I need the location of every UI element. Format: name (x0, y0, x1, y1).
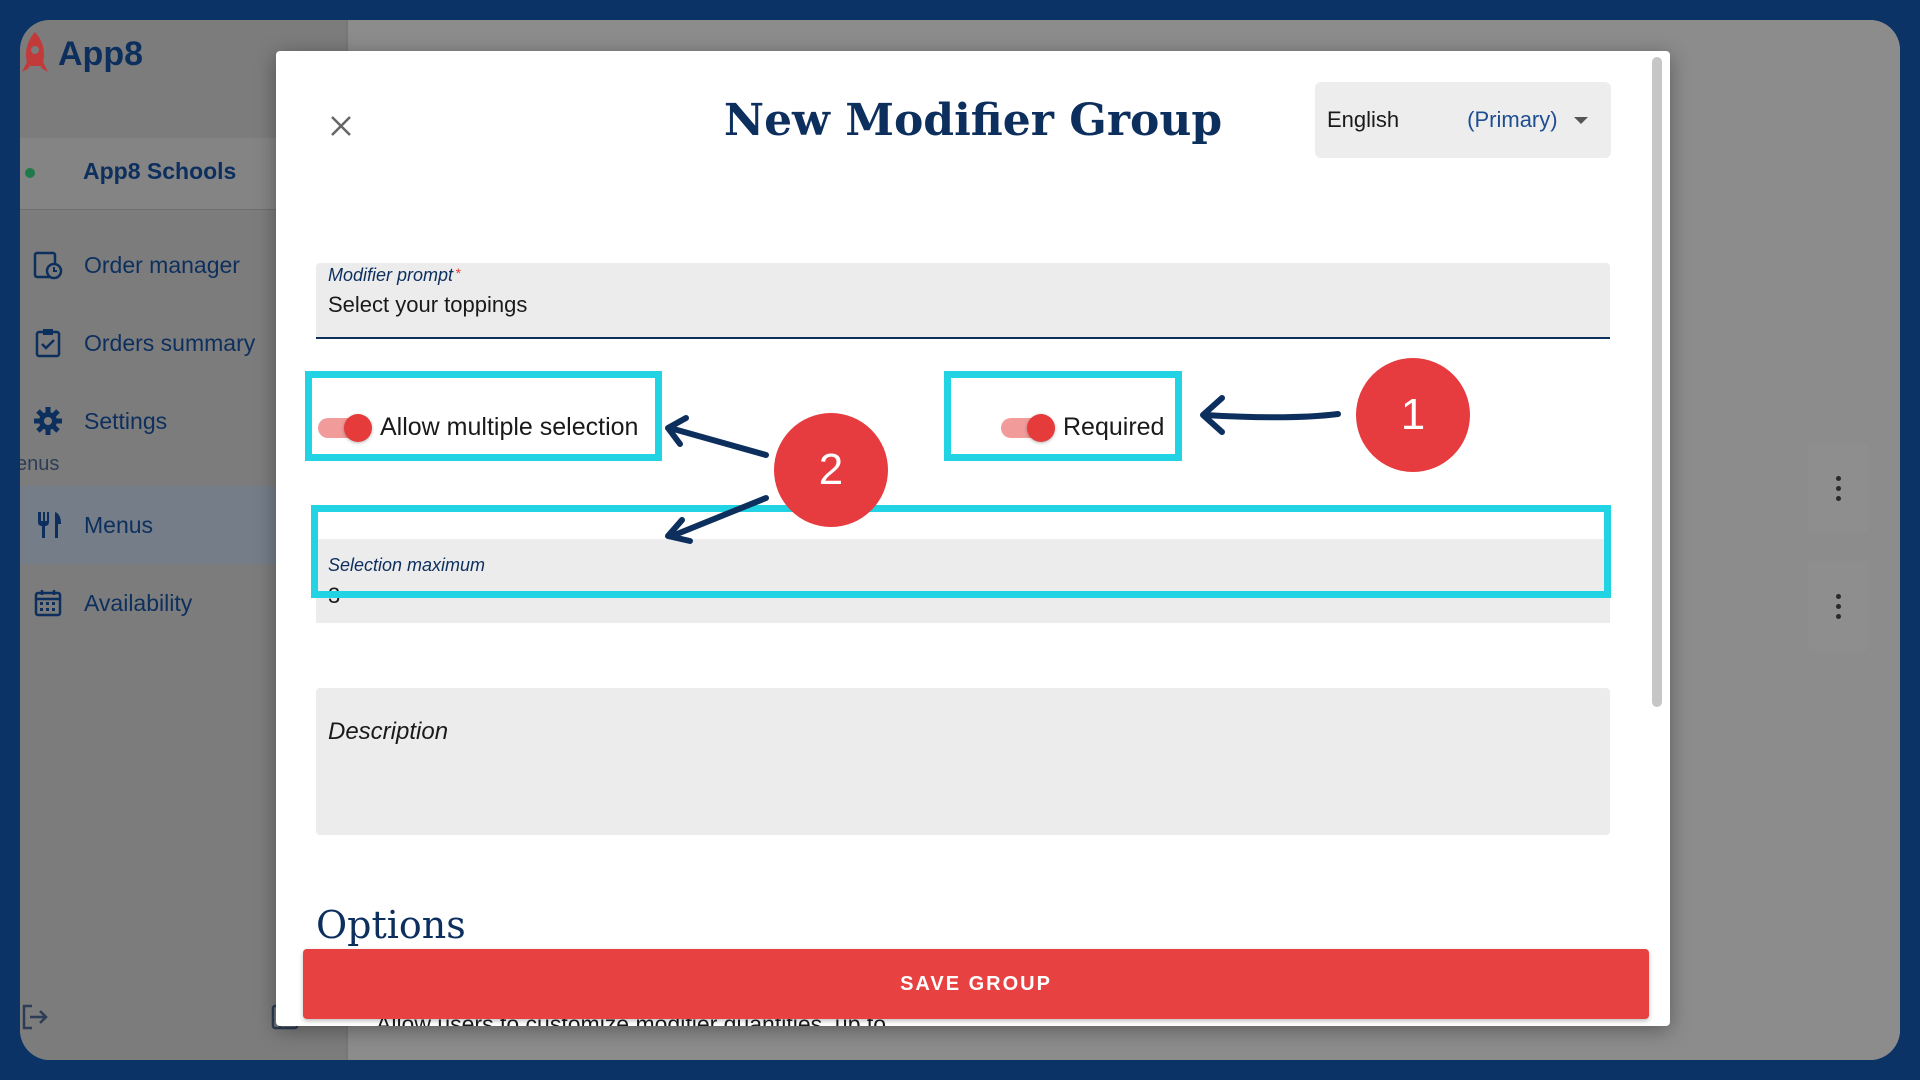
sidebar-item-orders-summary[interactable]: Orders summary (20, 304, 346, 382)
toggle-switch[interactable] (1001, 413, 1055, 442)
description-placeholder: Description (328, 718, 449, 745)
fork-knife-icon (30, 507, 66, 543)
language-name: English (1327, 107, 1400, 132)
toggle-label: Allow multiple selection (380, 413, 639, 441)
options-heading: Options (316, 903, 466, 947)
required-toggle[interactable]: Required (1001, 413, 1164, 442)
required-mark: * (455, 265, 461, 281)
language-tag: (Primary) (1467, 107, 1558, 132)
sidebar-item-settings[interactable]: Settings (20, 382, 346, 460)
field-label: Modifier prompt* (328, 265, 461, 285)
toggle-switch[interactable] (318, 413, 372, 442)
sidebar-item-label: Menus (84, 511, 154, 538)
calendar-icon (30, 585, 66, 621)
highlight-box (311, 505, 1611, 598)
scrollbar[interactable] (1652, 57, 1662, 707)
dialog-title: New Modifier Group (723, 95, 1223, 146)
sidebar-item-availability[interactable]: Availability (20, 564, 346, 642)
sidebar-item-label: Orders summary (84, 329, 256, 356)
chevron-down-icon (1573, 116, 1588, 124)
modifier-prompt-field[interactable]: Modifier prompt* Select your toppings (316, 263, 1610, 339)
step-badge-1: 1 (1356, 358, 1470, 472)
clock-calendar-icon (30, 247, 66, 283)
allow-multiple-toggle[interactable]: Allow multiple selection (318, 413, 638, 442)
step-badge-2: 2 (774, 413, 888, 527)
status-dot (25, 168, 35, 178)
logout-icon[interactable] (20, 1002, 50, 1032)
language-select[interactable]: English (Primary) (1315, 82, 1611, 158)
sidebar-item-label: Order manager (84, 251, 240, 278)
more-options-icon[interactable] (1808, 443, 1868, 533)
sidebar-item-label: Availability (84, 589, 193, 616)
toggle-label: Required (1063, 413, 1165, 441)
close-icon[interactable] (326, 111, 356, 141)
description-field[interactable]: Description (316, 688, 1610, 835)
highlight-box (944, 371, 1182, 461)
school-name: App8 Schools (83, 158, 237, 184)
clipboard-check-icon (30, 325, 66, 361)
brand: App8 (20, 30, 143, 78)
gear-icon (30, 403, 66, 439)
selection-maximum-field[interactable]: Selection maximum 3 (316, 539, 1610, 623)
sidebar-item-label: Settings (84, 407, 168, 434)
rocket-logo-icon (22, 32, 48, 72)
modifier-prompt-value: Select your toppings (328, 292, 528, 317)
field-label: Selection maximum (328, 555, 486, 575)
screenshot-frame: App8 App8 Schools Order manager Orders s… (20, 20, 1900, 1060)
section-label: enus (20, 453, 60, 475)
new-modifier-group-dialog: New Modifier Group English (Primary) Mod… (276, 51, 1670, 1026)
brand-name: App8 (58, 34, 143, 73)
save-group-button[interactable]: SAVE GROUP (303, 949, 1649, 1019)
more-options-icon[interactable] (1808, 561, 1868, 651)
highlight-box (305, 371, 662, 461)
sidebar-item-order-manager[interactable]: Order manager (20, 226, 346, 304)
